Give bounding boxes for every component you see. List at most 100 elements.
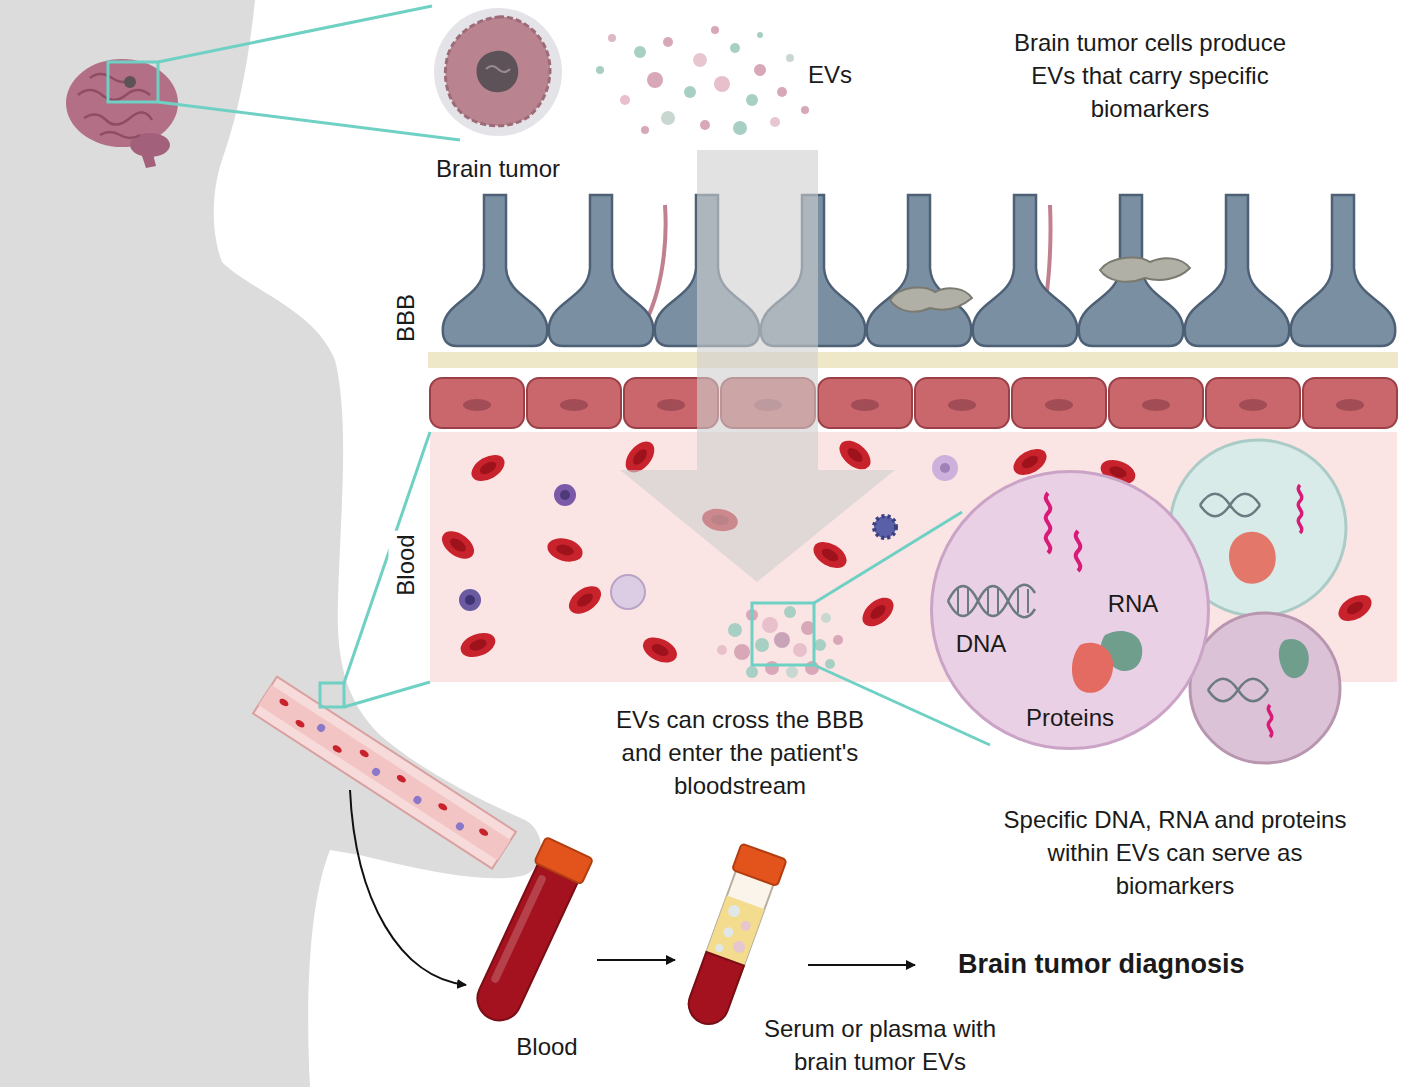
ev-zoom-circles bbox=[1268, 705, 1271, 737]
ev-particles bbox=[730, 43, 740, 53]
blood-brain-barrier bbox=[818, 378, 912, 428]
node-text: DNA bbox=[956, 627, 1007, 660]
node-text: Proteins bbox=[1026, 701, 1114, 734]
ev-particles bbox=[786, 54, 794, 62]
result-label: Brain tumor diagnosis bbox=[958, 948, 1245, 981]
blood-cells bbox=[809, 536, 851, 573]
serum-tube-drawing bbox=[739, 919, 752, 932]
ev-cluster bbox=[786, 666, 798, 678]
ev-zoom-circles bbox=[1208, 679, 1268, 702]
blood-cells bbox=[554, 484, 576, 506]
blood-brain-barrier bbox=[428, 195, 1398, 428]
ev-zoom-circles bbox=[1279, 639, 1309, 678]
blood-tube-drawing bbox=[462, 845, 597, 1025]
arm-vessel-inset bbox=[358, 748, 370, 758]
blood-cells bbox=[545, 535, 585, 566]
blood-cells bbox=[639, 632, 681, 667]
serum-tube-drawing bbox=[731, 939, 746, 954]
serum-tube-drawing bbox=[726, 903, 741, 918]
arm-vessel-inset bbox=[371, 766, 382, 777]
ev-cluster bbox=[755, 638, 769, 652]
ev-particles bbox=[754, 64, 766, 76]
brain bbox=[140, 150, 156, 168]
blood-tube-drawing bbox=[470, 862, 578, 1027]
ev-particles bbox=[663, 37, 673, 47]
ev-cluster bbox=[762, 617, 778, 633]
serum-tube-drawing bbox=[683, 869, 774, 1029]
ev-cluster bbox=[746, 666, 758, 678]
tumor-drawing bbox=[486, 66, 510, 72]
zoom-line bbox=[158, 102, 460, 140]
serum-tube-drawing bbox=[714, 943, 724, 953]
blood-cells bbox=[1334, 589, 1376, 626]
blood-brain-barrier bbox=[430, 378, 524, 428]
ev-cluster bbox=[821, 613, 831, 623]
pericyte bbox=[1100, 257, 1190, 281]
serum-tube-drawing bbox=[675, 850, 790, 1030]
node-text: RNA bbox=[1108, 587, 1159, 620]
ev-cluster bbox=[793, 643, 807, 657]
ev-particles bbox=[801, 106, 809, 114]
zoom-line bbox=[344, 432, 430, 683]
ev-cluster bbox=[784, 606, 796, 618]
ev-particles bbox=[711, 26, 719, 34]
ev-particles bbox=[746, 94, 758, 106]
layer-label: BBB bbox=[389, 290, 422, 346]
blood-cells bbox=[560, 490, 570, 500]
ev-cargo-drawing bbox=[1076, 531, 1081, 571]
serum-tube: Serum or plasma with brain tumor EVs bbox=[675, 850, 790, 1030]
blood-cells bbox=[564, 581, 606, 620]
blood-brain-barrier bbox=[1303, 378, 1397, 428]
blood-cells bbox=[437, 526, 479, 565]
blood-tube-drawing bbox=[490, 874, 547, 984]
blood-tube-drawing bbox=[534, 837, 593, 884]
blood-brain-barrier bbox=[973, 195, 1077, 346]
serum-tube-drawing bbox=[679, 843, 786, 1030]
arm-vessel-inset bbox=[253, 677, 516, 869]
ev-cluster bbox=[825, 659, 835, 669]
ev-particles bbox=[733, 121, 747, 135]
blood-cells bbox=[457, 629, 498, 662]
ev-particles bbox=[608, 34, 616, 42]
ev-particles bbox=[700, 120, 710, 130]
blood-cells bbox=[857, 592, 899, 632]
note-text: Specific DNA, RNA and proteins within EV… bbox=[995, 803, 1355, 902]
ev-cluster bbox=[814, 639, 826, 651]
ev-particles bbox=[693, 53, 707, 67]
ev-particles bbox=[777, 87, 787, 97]
ev-label: EVs bbox=[808, 58, 852, 91]
blood-brain-barrier bbox=[549, 195, 653, 346]
diagnosis-arrow bbox=[808, 964, 915, 966]
zoom-line bbox=[158, 6, 432, 62]
blood-cells bbox=[834, 435, 876, 475]
ev-zoom-circles bbox=[1200, 494, 1260, 517]
serum-tube-drawing bbox=[722, 926, 735, 939]
blood-cells bbox=[932, 455, 958, 481]
ev-cluster bbox=[774, 632, 790, 648]
note-text: Brain tumor cells produce EVs that carry… bbox=[1000, 26, 1300, 125]
serum-tube-drawing bbox=[732, 843, 787, 886]
blood-tube: Blood bbox=[462, 845, 597, 1025]
crossing-arrow bbox=[620, 150, 895, 582]
flow-arrow bbox=[597, 959, 675, 961]
ev-cluster bbox=[833, 635, 843, 645]
node-label: Brain tumor bbox=[436, 152, 560, 185]
ev-cargo-drawing bbox=[948, 586, 1035, 617]
brain bbox=[124, 76, 136, 88]
tumor-drawing bbox=[445, 17, 550, 126]
arm-vessel-inset bbox=[454, 821, 465, 832]
blood-cells bbox=[467, 449, 509, 486]
node-label: Serum or plasma with brain tumor EVs bbox=[750, 1012, 1010, 1078]
blood-brain-barrier bbox=[1109, 378, 1203, 428]
brain bbox=[66, 59, 178, 168]
arm-vessel-inset bbox=[478, 827, 490, 837]
blood-cells bbox=[611, 575, 645, 609]
ev-particles bbox=[714, 76, 730, 92]
ev-cargo-drawing bbox=[948, 585, 1035, 616]
ev-cargo-drawing bbox=[1046, 493, 1051, 553]
ev-particles bbox=[596, 26, 809, 135]
arm-vessel-inset bbox=[316, 722, 327, 733]
blood-brain-barrier bbox=[915, 378, 1009, 428]
